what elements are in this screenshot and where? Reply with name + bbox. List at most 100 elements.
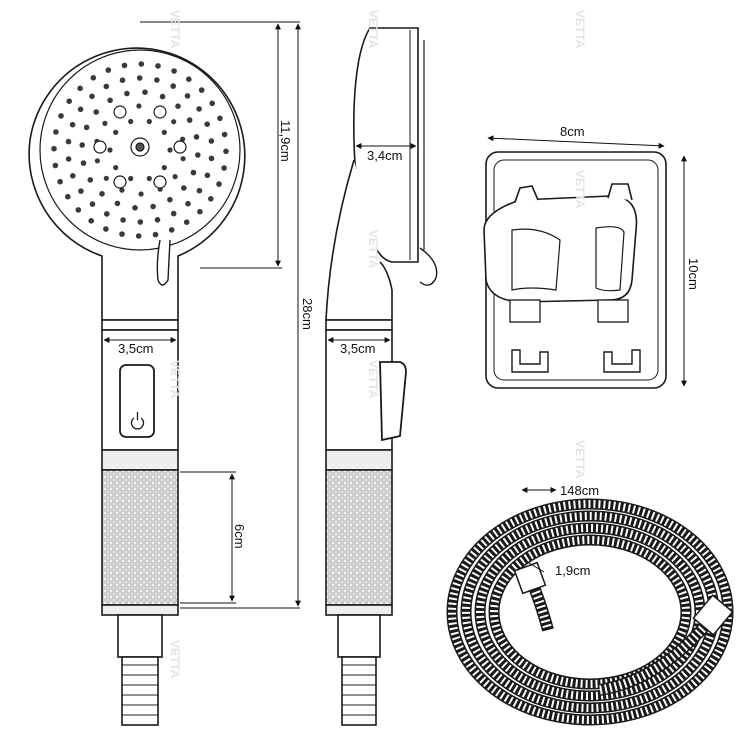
nozzle bbox=[152, 231, 159, 238]
watermark: VETTA bbox=[573, 170, 587, 209]
nozzle bbox=[138, 61, 145, 67]
watermark: VETTA bbox=[168, 360, 182, 399]
watermark: VETTA bbox=[573, 440, 587, 479]
nozzle bbox=[58, 113, 64, 119]
side-filter-chamber bbox=[325, 469, 393, 606]
side-handle-collar bbox=[325, 319, 393, 331]
nozzle bbox=[204, 121, 210, 127]
nozzle bbox=[161, 165, 167, 171]
label-holder-width: 8cm bbox=[560, 124, 585, 139]
nozzle bbox=[128, 175, 134, 182]
hose-coil-ribbing bbox=[476, 524, 704, 700]
side-hook bbox=[419, 247, 438, 286]
dimension-lines bbox=[103, 21, 687, 609]
nozzle bbox=[103, 226, 109, 232]
nozzle bbox=[197, 208, 203, 215]
nozzle bbox=[146, 118, 152, 125]
nozzle bbox=[105, 67, 112, 73]
front-hose-stub bbox=[121, 656, 159, 726]
nozzle bbox=[146, 175, 152, 182]
nozzle bbox=[193, 134, 200, 140]
label-filter-length: 6cm bbox=[232, 524, 247, 549]
nozzle bbox=[79, 142, 85, 148]
holder-right-hook bbox=[603, 349, 641, 373]
nozzle bbox=[159, 93, 166, 100]
nozzle bbox=[66, 98, 72, 104]
label-head-depth: 3,4cm bbox=[367, 148, 403, 163]
nozzle bbox=[80, 160, 87, 166]
nozzle bbox=[170, 210, 177, 217]
nozzle bbox=[161, 129, 167, 135]
nozzle bbox=[65, 138, 72, 145]
watermark: VETTA bbox=[366, 360, 380, 399]
dim-hose-diameter bbox=[523, 559, 545, 573]
front-filter-chamber bbox=[101, 469, 179, 606]
power-button bbox=[119, 364, 155, 438]
watermark: VETTA bbox=[168, 640, 182, 679]
nozzle bbox=[171, 68, 177, 74]
label-front-handle-width: 3,5cm bbox=[118, 341, 154, 356]
front-handle-collar bbox=[101, 319, 179, 331]
watermark: VETTA bbox=[573, 10, 587, 49]
side-neck bbox=[325, 159, 393, 321]
nozzle bbox=[196, 187, 203, 194]
center-nozzle-cluster bbox=[93, 105, 187, 189]
nozzle bbox=[204, 172, 211, 179]
nozzle bbox=[185, 200, 191, 207]
side-hose-stub bbox=[341, 656, 377, 726]
watermark: VETTA bbox=[366, 10, 380, 49]
nozzle bbox=[221, 165, 227, 171]
nozzle bbox=[52, 162, 59, 169]
side-filter-ring-bottom bbox=[325, 604, 393, 616]
nozzle bbox=[138, 191, 144, 197]
nozzle bbox=[119, 231, 125, 237]
nozzle bbox=[121, 62, 128, 69]
nozzle bbox=[155, 63, 161, 69]
watermark: VETTA bbox=[366, 230, 380, 269]
label-total-length: 28cm bbox=[300, 298, 315, 330]
nozzle bbox=[137, 219, 144, 225]
holder-left-hook bbox=[511, 349, 549, 373]
wall-holder bbox=[483, 151, 667, 389]
nozzle bbox=[107, 147, 113, 153]
nozzle bbox=[65, 156, 72, 162]
side-hose-connector bbox=[337, 614, 381, 658]
nozzle bbox=[221, 131, 228, 138]
nozzle bbox=[216, 181, 222, 187]
front-filter-ring-bottom bbox=[101, 604, 179, 616]
nozzle bbox=[69, 121, 76, 128]
side-power-button bbox=[379, 361, 407, 442]
nozzle bbox=[77, 85, 83, 92]
nozzle bbox=[154, 217, 161, 223]
front-hose-connector bbox=[117, 614, 163, 658]
nozzle bbox=[119, 187, 125, 193]
nozzle bbox=[190, 169, 197, 176]
nozzle bbox=[167, 147, 173, 153]
nozzle bbox=[183, 219, 190, 225]
nozzle bbox=[124, 90, 130, 97]
hose-end-connector-right bbox=[692, 594, 734, 636]
nozzle bbox=[113, 129, 119, 135]
side-filter-ring-top bbox=[325, 449, 393, 471]
watermark: VETTA bbox=[168, 10, 182, 49]
hose-coils bbox=[446, 498, 734, 726]
nozzle bbox=[154, 77, 160, 83]
nozzle bbox=[186, 117, 193, 123]
nozzle bbox=[208, 196, 214, 202]
label-hose-diameter: 1,9cm bbox=[555, 563, 591, 578]
nozzle bbox=[114, 200, 121, 207]
nozzle bbox=[90, 75, 97, 81]
nozzle bbox=[209, 100, 215, 107]
front-hook bbox=[156, 239, 171, 286]
dim-holder-width bbox=[487, 135, 665, 149]
nozzle bbox=[171, 119, 177, 125]
nozzle bbox=[195, 152, 201, 158]
nozzle bbox=[113, 165, 119, 171]
nozzle bbox=[180, 156, 186, 162]
label-head-diameter: 11,9cm bbox=[278, 120, 293, 162]
nozzle bbox=[89, 201, 96, 207]
nozzle bbox=[142, 89, 148, 95]
nozzle bbox=[99, 191, 105, 197]
side-view-shower-head bbox=[325, 27, 438, 726]
